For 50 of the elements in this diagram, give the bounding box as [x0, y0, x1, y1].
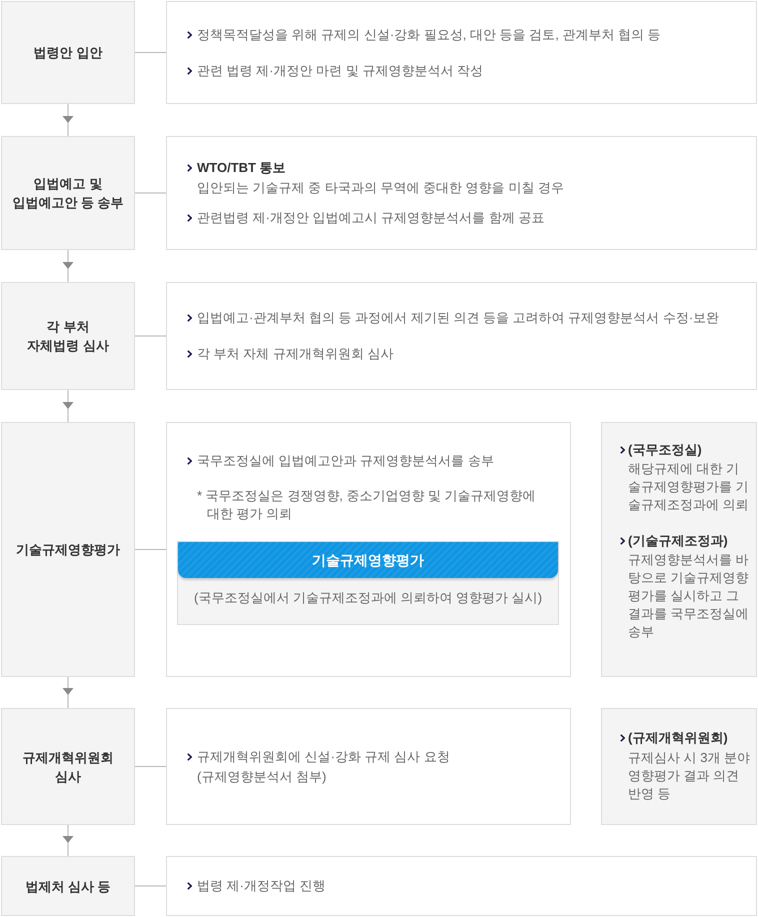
panel-text: (국무조정실에서 기술규제조정과에 의뢰하여 영향평가 실시)	[192, 589, 544, 607]
detail-text: (규제영향분석서 첨부)	[197, 768, 328, 786]
detail-box	[166, 422, 571, 677]
arrow	[62, 824, 74, 856]
arrow	[62, 250, 74, 282]
detail-box	[166, 856, 757, 916]
note-box	[601, 422, 757, 677]
detail-text: 관련 법령 제·개정안 마련 및 규제영향분석서 작성	[197, 62, 484, 80]
detail-text: 국무조정실에 입법예고안과 규제영향분석서를 송부	[197, 452, 495, 470]
step-label: 법령안 입안	[34, 44, 102, 62]
detail-box	[166, 708, 571, 825]
arrow	[62, 390, 74, 422]
connector-line	[134, 192, 166, 194]
step-box	[1, 422, 135, 677]
step-box	[1, 708, 135, 825]
step-box	[1, 136, 135, 250]
heading-text: (규제개혁위원회)	[628, 729, 729, 747]
detail-text: 법령 제·개정작업 진행	[197, 877, 327, 895]
note-text: 해당규제에 대한 기술규제영향평가를 기술규제조정과에 의뢰	[628, 460, 750, 514]
step-box	[1, 282, 135, 390]
step-box	[1, 856, 135, 916]
arrow	[62, 104, 74, 136]
detail-text: 정책목적달성을 위해 규제의 신설·강화 필요성, 대안 등을 검토, 관계부처 협의 등	[197, 26, 662, 44]
detail-text: 입안되는 기술규제 중 타국과의 무역에 중대한 영향을 미칠 경우	[197, 179, 565, 197]
heading-text: (기술규제조정과)	[628, 532, 729, 550]
step-box	[1, 1, 135, 104]
note-text: 규제영향분석서를 바탕으로 기술규제영향평가를 실시하고 그 결과를 국무조정실에 송부	[628, 551, 750, 641]
panel-box	[177, 541, 559, 625]
note-text: 규제심사 시 3개 분야 영향평가 결과 의견 반영 등	[628, 749, 752, 803]
heading-text: WTO/TBT 통보	[197, 159, 287, 177]
arrow	[62, 676, 74, 708]
detail-text: * 국무조정실은 경쟁영향, 중소기업영향 및 기술규제영향에 대한 평가 의뢰	[197, 487, 537, 523]
heading-text: (국무조정실)	[628, 441, 703, 459]
step-label: 기술규제영향평가	[16, 541, 120, 559]
step-label: 법제처 심사 등	[25, 878, 111, 896]
detail-text: 규제개혁위원회에 신설·강화 규제 심사 요청	[197, 748, 451, 766]
detail-text: 입법예고·관계부처 협의 등 과정에서 제기된 의견 등을 고려하여 규제영향분석서 수정·보완	[197, 309, 720, 327]
detail-box	[166, 1, 757, 104]
step-label: 각 부처 자체법령 심사	[26, 318, 110, 355]
detail-box	[166, 136, 757, 250]
step-label: 입법예고 및 입법예고안 등 송부	[11, 175, 125, 212]
connector-line	[134, 549, 166, 550]
connector-line	[134, 52, 166, 53]
title-band: 기술규제영향평가	[178, 542, 558, 578]
detail-text: 각 부처 자체 규제개혁위원회 심사	[197, 345, 394, 363]
detail-text: 관련법령 제·개정안 입법예고시 규제영향분석서를 함께 공표	[197, 209, 546, 227]
step-label: 규제개혁위원회 심사	[22, 748, 114, 786]
detail-box	[166, 282, 757, 390]
note-box	[601, 708, 757, 825]
connector-line	[134, 766, 166, 767]
